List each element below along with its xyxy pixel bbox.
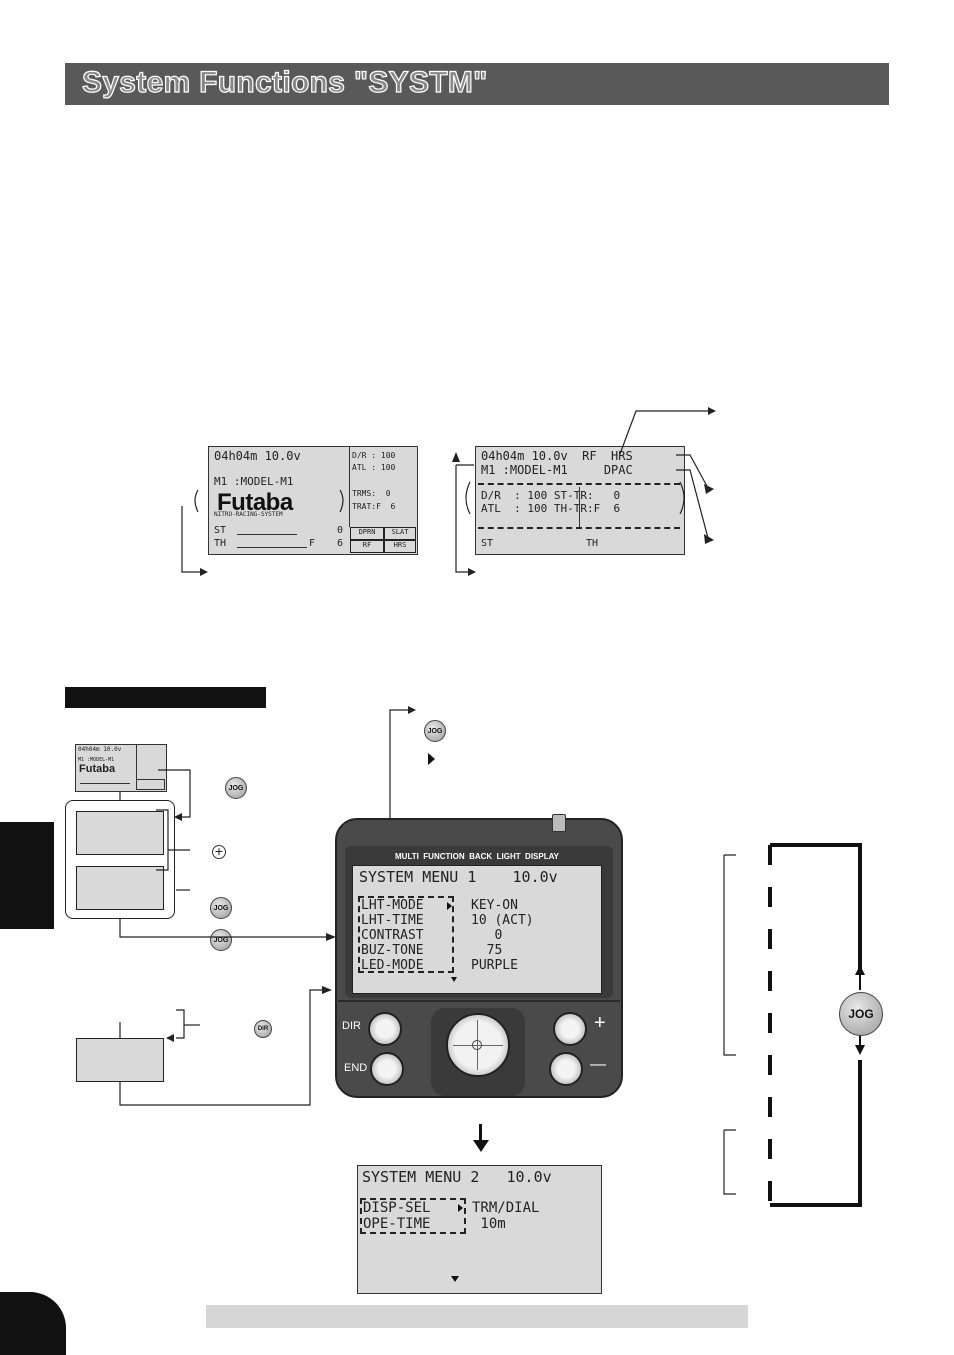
device-top-labels: MULTI FUNCTION BACK LIGHT DISPLAY — [395, 852, 559, 861]
page-number-tab — [0, 1292, 66, 1355]
jog-icon-top: JOG — [424, 720, 446, 742]
home-screen-detail: 04h04m 10.0v RF HRS M1 :MODEL-M1 DPAC D/… — [475, 446, 685, 555]
mini-futaba-logo: Futaba — [79, 763, 116, 775]
menu1-value-2: 10 (ACT) — [471, 913, 534, 928]
system-menu-2-screen: SYSTEM MENU 2 10.0v DISP-SEL OPE-TIME TR… — [357, 1165, 602, 1294]
screen-a-status: 04h04m 10.0v — [214, 449, 301, 463]
minus-button[interactable] — [549, 1052, 583, 1086]
mini-model: M1 :MODEL-M1 — [78, 757, 115, 763]
dir-icon: DIR — [254, 1020, 272, 1038]
screen-b-th: TH — [586, 538, 599, 549]
menu1-item-2[interactable]: LHT-TIME — [361, 913, 424, 928]
page-title: System Functions "SYSTM" — [81, 65, 488, 99]
screen-a-dr: D/R : 100 — [352, 451, 396, 460]
home-screen-futaba: 04h04m 10.0v M1 :MODEL-M1 D/R : 100 ATL … — [208, 446, 418, 555]
menu2-item-1[interactable]: DISP-SEL — [363, 1200, 431, 1216]
menu1-value-1: KEY-ON — [471, 898, 518, 913]
title-bar — [65, 63, 889, 105]
minus-label: — — [590, 1056, 606, 1073]
screen-a-v6: 6 — [337, 538, 344, 549]
menu2-value-2: 10m — [472, 1216, 506, 1232]
screen-b-model: M1 :MODEL-M1 DPAC — [481, 463, 633, 477]
jog-icon-large: JOG — [839, 992, 883, 1036]
screen-b-row2: ATL : 100 TH-TR:F 6 — [481, 502, 621, 515]
jog-icon-1: JOG — [225, 777, 247, 799]
screen-a-atl: ATL : 100 — [352, 463, 396, 472]
menu-group-frame — [65, 800, 175, 919]
jog-icon-2: JOG — [210, 897, 232, 919]
dir-label: DIR — [342, 1020, 361, 1032]
flow-lines — [119, 706, 736, 1195]
dir-button[interactable] — [368, 1012, 402, 1046]
footer-bar — [206, 1305, 748, 1328]
menu1-value-4: 75 — [471, 943, 503, 958]
section-heading-bar — [65, 687, 266, 708]
screen-b-st: ST — [481, 538, 494, 549]
chapter-tab — [0, 822, 54, 929]
menu2-item-2[interactable]: OPE-TIME — [363, 1216, 431, 1232]
futaba-logo: Futaba — [217, 489, 293, 516]
mini-home-screen: 04h04m 10.0v M1 :MODEL-M1 Futaba — [75, 744, 167, 792]
device-lcd-system-menu-1: SYSTEM MENU 1 10.0v LHT-MODE LHT-TIME CO… — [352, 865, 602, 994]
led-indicator — [552, 814, 566, 832]
menu1-value-3: 0 — [471, 928, 503, 943]
menu1-cursor-icon — [447, 902, 452, 910]
screen-a-th: TH — [214, 538, 227, 549]
plus-label: + — [594, 1012, 606, 1034]
screen-a-f: F — [309, 538, 316, 549]
screen-a-btn-dprn: DPRN — [350, 527, 384, 540]
mini-status: 04h04m 10.0v — [78, 746, 122, 753]
screen-a-logo-sub: NITRO-RACING-SYSTEM — [214, 511, 283, 518]
menu-cycle-diagram — [768, 843, 865, 1207]
menu2-scroll-icon — [451, 1276, 459, 1282]
menu2-title: SYSTEM MENU 2 10.0v — [362, 1168, 552, 1186]
menu-box-2 — [76, 866, 164, 910]
menu-box-1 — [76, 811, 164, 855]
screen-a-v0: 0 — [337, 525, 344, 536]
end-button[interactable] — [370, 1052, 404, 1086]
menu1-value-5: PURPLE — [471, 958, 518, 973]
top-annotation-lines — [181, 407, 716, 576]
scroll-down-icon — [451, 977, 457, 982]
screen-a-btn-hrs: HRS — [384, 540, 416, 553]
screen-a-btn-slat: SLAT — [384, 527, 416, 540]
jog-icon-3: JOG — [210, 929, 232, 951]
menu1-title: SYSTEM MENU 1 10.0v — [359, 868, 558, 886]
sub-screen-box — [76, 1038, 164, 1082]
down-arrow-shaft — [479, 1124, 482, 1142]
screen-b-row1: D/R : 100 ST-TR: 0 — [481, 489, 621, 502]
plus-button[interactable] — [553, 1012, 587, 1046]
plus-button-icon: + — [212, 845, 226, 859]
menu1-item-5[interactable]: LED-MODE — [361, 958, 424, 973]
cursor-arrow-icon — [428, 753, 435, 765]
end-label: END — [344, 1062, 368, 1074]
down-arrow-icon — [473, 1140, 489, 1152]
screen-a-trms: TRMS: 0 — [352, 489, 391, 498]
screen-b-status: 04h04m 10.0v RF HRS — [481, 449, 633, 463]
menu2-cursor-icon — [458, 1204, 463, 1212]
menu2-value-1: TRM/DIAL — [472, 1200, 540, 1216]
menu1-item-1[interactable]: LHT-MODE — [361, 898, 424, 913]
screen-a-st: ST — [214, 525, 227, 536]
screen-a-btn-rf: RF — [350, 540, 384, 553]
menu1-item-4[interactable]: BUZ-TONE — [361, 943, 424, 958]
menu1-item-3[interactable]: CONTRAST — [361, 928, 424, 943]
screen-a-model: M1 :MODEL-M1 — [214, 475, 294, 488]
screen-a-trat: TRAT:F 6 — [352, 502, 396, 511]
